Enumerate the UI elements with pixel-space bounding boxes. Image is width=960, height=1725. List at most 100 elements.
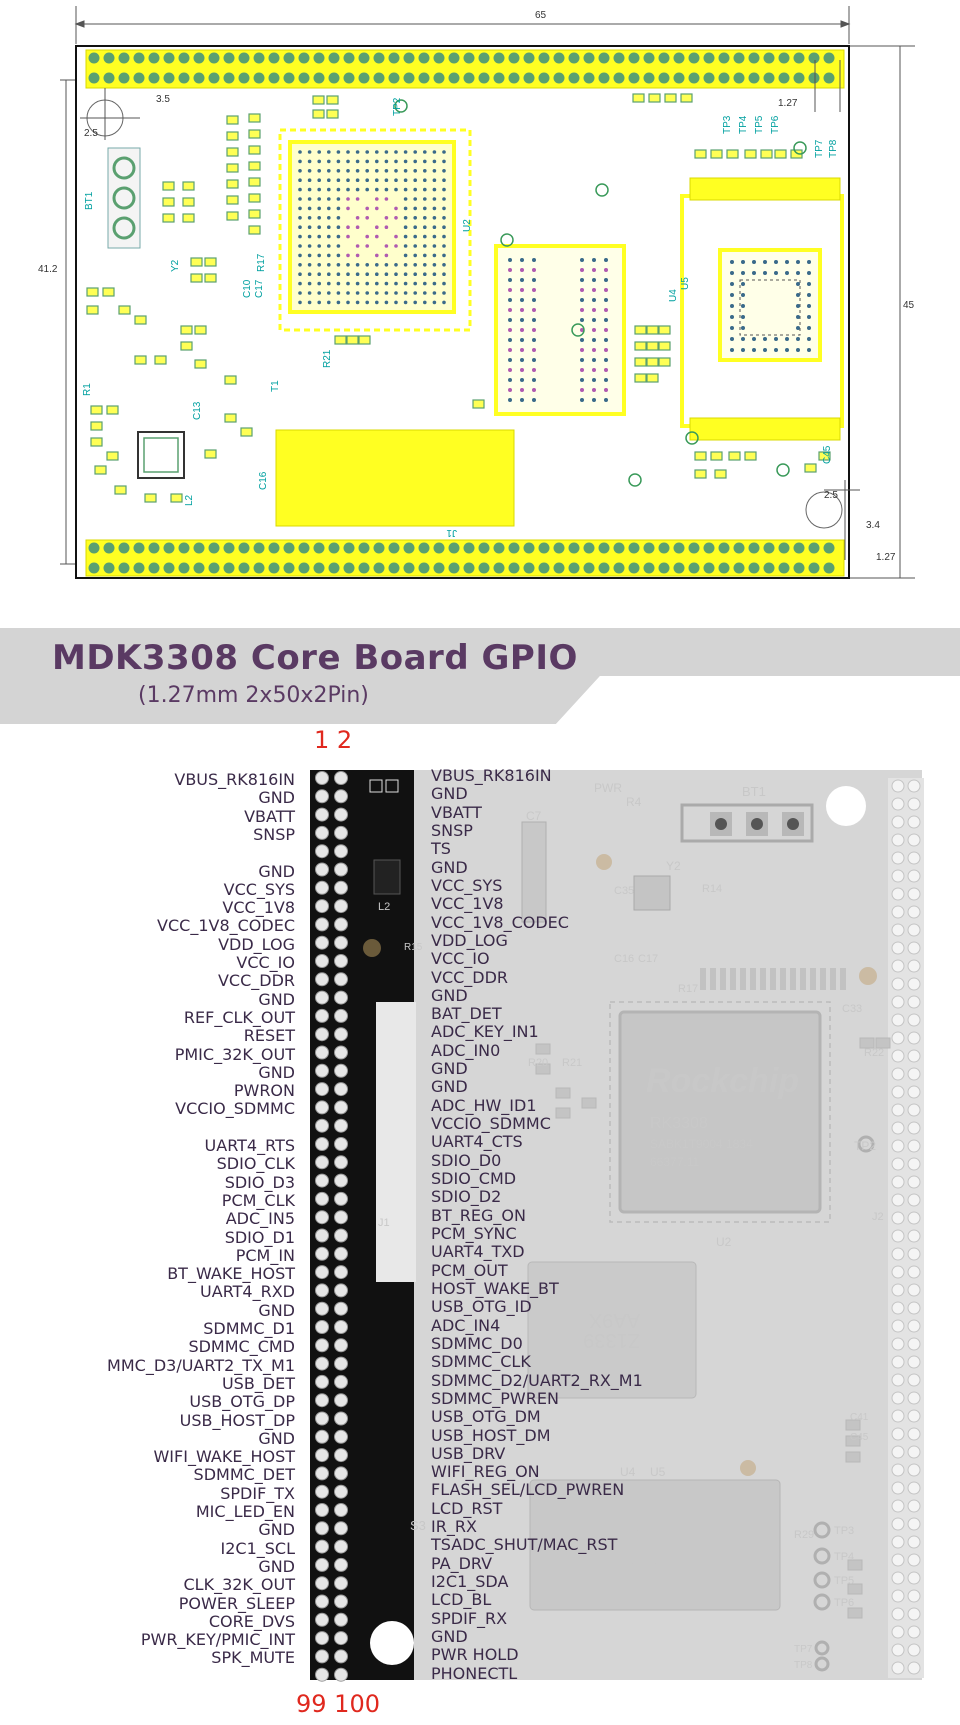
bga-ball <box>432 150 437 154</box>
right-pin-label: PWR HOLD <box>431 1645 519 1665</box>
ddr-ball <box>604 308 608 312</box>
bga-ball <box>423 291 427 295</box>
layout-pad <box>238 542 250 554</box>
right-pin-label: USB_DRV <box>431 1443 506 1463</box>
bga-ball <box>442 253 446 258</box>
bga-ball <box>384 187 389 192</box>
bga-ball <box>355 197 360 201</box>
flash-ball <box>730 304 734 308</box>
passive-part <box>226 195 239 205</box>
bga-ball <box>298 234 302 239</box>
passive-part <box>744 149 757 159</box>
ddr-ball <box>508 298 512 302</box>
passive-part <box>728 451 741 461</box>
right-header-pin <box>907 1553 921 1567</box>
bga-ball <box>365 206 370 211</box>
resistor-array <box>840 968 846 990</box>
right-header-pin <box>891 1409 905 1423</box>
right-header-pin <box>907 833 921 847</box>
j1-pin <box>315 1283 329 1298</box>
resistor-array <box>710 968 716 990</box>
svg-text:R21: R21 <box>322 349 333 368</box>
ddr-ball <box>520 268 524 272</box>
bga-ball <box>365 300 370 305</box>
passive-part <box>312 109 325 119</box>
bga-ball <box>413 150 418 154</box>
chip-code2: 66377.11 <box>650 1155 699 1169</box>
layout-pad <box>433 72 445 84</box>
bga-ball <box>307 253 312 258</box>
layout-pad <box>313 52 325 64</box>
layout-pad <box>223 72 235 84</box>
ram-code1: AA9X <box>589 1309 640 1331</box>
passive-part <box>248 161 261 171</box>
pin-number-bottom: 99 100 <box>296 1690 380 1718</box>
passive-part <box>326 109 339 119</box>
bga-ball <box>432 159 437 164</box>
layout-pad <box>388 52 400 64</box>
bga-ball <box>307 263 312 267</box>
right-header-pin <box>891 1175 905 1189</box>
right-header-pin <box>907 815 921 829</box>
passive-part <box>774 149 787 159</box>
passive-part <box>744 451 757 461</box>
j1-pin <box>315 789 329 804</box>
bga-ball <box>394 291 398 295</box>
layout-pad <box>613 542 625 554</box>
ddr-ball <box>508 258 512 262</box>
bga-ball <box>298 300 302 305</box>
bga-ball <box>336 253 341 258</box>
layout-pad <box>493 52 505 64</box>
left-pin-label: PCM_CLK <box>221 1190 295 1210</box>
bga-ball <box>317 291 322 295</box>
flash-code3: 838P <box>556 1589 589 1605</box>
j1-pin <box>334 899 348 914</box>
left-pin-label: GND <box>258 989 295 1009</box>
right-header-pin <box>891 851 905 865</box>
right-pin-label: PHONECTL <box>431 1663 518 1683</box>
layout-pad <box>628 562 640 574</box>
ddr-ball <box>592 308 596 312</box>
passive-part <box>204 273 217 283</box>
left-pin-label: VCC_DDR <box>217 971 295 991</box>
right-header-pin <box>891 1067 905 1081</box>
layout-pad <box>118 72 130 84</box>
svg-text:BT1: BT1 <box>742 784 766 799</box>
left-pin-label: PWRON <box>233 1081 295 1101</box>
passive-part <box>162 181 175 191</box>
layout-pad <box>283 52 295 64</box>
left-pin-label: UART4_RTS <box>204 1136 295 1155</box>
layout-pad <box>763 52 775 64</box>
bga-ball <box>365 178 370 182</box>
svg-text:R15: R15 <box>404 942 423 953</box>
left-pin-label: SDIO_D1 <box>224 1227 295 1247</box>
j1-pin <box>315 1649 329 1664</box>
ddr-ball <box>592 388 596 392</box>
via-ring <box>685 431 699 445</box>
right-header-pin <box>907 1445 921 1459</box>
right-header-pin <box>891 1049 905 1063</box>
bga-ball <box>375 291 379 295</box>
bga-ball <box>432 206 437 211</box>
layout-pad <box>88 52 100 64</box>
bga-ball <box>346 300 350 305</box>
ddr-ball <box>580 268 584 272</box>
layout-pad <box>373 52 385 64</box>
right-pin-label: SPDIF_RX <box>431 1608 508 1628</box>
right-header-pin <box>907 1157 921 1171</box>
passive-part <box>240 427 253 437</box>
bga-ball <box>413 159 418 164</box>
bga-ball <box>365 272 370 277</box>
bga-ball <box>432 291 437 295</box>
passive-part <box>358 335 371 345</box>
ddr-ball <box>520 358 524 362</box>
right-pin-label: VDD_LOG <box>431 930 508 950</box>
right-header-pin <box>891 1535 905 1549</box>
right-pin-label: PA_DRV <box>431 1553 493 1573</box>
bga-ball <box>317 263 322 267</box>
layout-pad <box>253 542 265 554</box>
passive-part <box>182 197 195 207</box>
svg-text:U4: U4 <box>620 1465 636 1479</box>
layout-pad <box>568 542 580 554</box>
j1-pin <box>315 1466 329 1481</box>
